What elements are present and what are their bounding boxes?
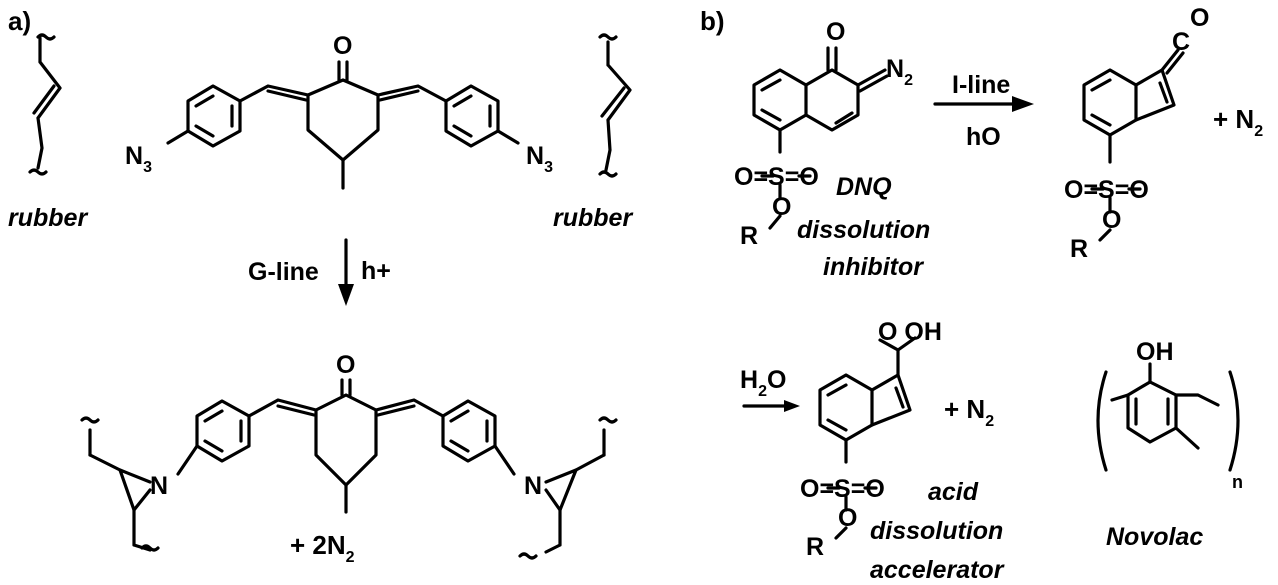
arrow-label-hplus: h+ <box>361 257 391 285</box>
dnq-label-line1: DNQ <box>836 173 892 201</box>
aziridine-N-left: N <box>150 472 168 500</box>
crosslinked-product <box>80 378 618 560</box>
ketene-structure <box>1082 48 1185 242</box>
ketone-O-top: O <box>333 32 352 60</box>
dnq-sulfonyl: O=S=O <box>734 163 819 191</box>
dnq-label-line2: dissolution <box>797 216 930 244</box>
ketene-ester-O: O <box>1102 206 1121 234</box>
reaction-arrow-gline <box>338 238 354 306</box>
azide-label-left: N3 <box>125 142 152 176</box>
water-label: H2O <box>740 366 786 400</box>
ketene-O: O <box>1190 4 1209 32</box>
plus-N2-bottom: + N2 <box>944 394 994 430</box>
product-plus-2N2: + 2N2 <box>290 530 355 566</box>
dnq-O: O <box>826 18 845 46</box>
rubber-chain-left <box>28 33 62 176</box>
dnq-R: R <box>740 222 758 250</box>
dnq-ester-O: O <box>772 193 791 221</box>
panel-a-label: a) <box>8 6 31 36</box>
acid-ester-O: O <box>838 504 857 532</box>
acid-COOH: O OH <box>878 318 942 346</box>
arrow-label-gline: G-line <box>248 258 319 286</box>
azide-label-right: N3 <box>526 142 553 176</box>
dnq-label-line3: inhibitor <box>823 253 924 281</box>
rubber-chain-right <box>598 33 632 178</box>
panel-b-label: b) <box>700 6 725 36</box>
dnq-N2: N2 <box>886 55 913 89</box>
acid-label-line3: accelerator <box>870 556 1005 584</box>
aziridine-N-right: N <box>524 472 542 500</box>
ketone-O-bottom: O <box>336 351 355 379</box>
dnq-structure <box>752 46 889 230</box>
acid-sulfonyl: O=S=O <box>800 475 885 503</box>
acid-R: R <box>806 533 824 561</box>
novolac-structure <box>1096 362 1240 472</box>
ketene-sulfonyl: O=S=O <box>1064 176 1149 204</box>
acid-structure <box>818 336 917 540</box>
acid-label-line2: dissolution <box>870 517 1003 545</box>
novolac-label: Novolac <box>1106 523 1203 551</box>
ketene-R: R <box>1070 235 1088 263</box>
acid-label-line1: acid <box>928 478 979 506</box>
novolac-subscript-n: n <box>1232 472 1243 492</box>
arrow-label-iline: I-line <box>952 71 1010 99</box>
reaction-arrow-iline <box>933 96 1034 112</box>
rubber-label-right: rubber <box>553 204 633 232</box>
plus-N2-top: + N2 <box>1213 104 1263 140</box>
arrow-label-hO: hO <box>966 123 1001 151</box>
bisazide-structure <box>166 60 520 190</box>
reaction-arrow-hydrolysis <box>742 400 800 412</box>
novolac-OH: OH <box>1136 338 1174 366</box>
rubber-label-left: rubber <box>8 204 88 232</box>
ketene-C: C <box>1172 28 1190 56</box>
